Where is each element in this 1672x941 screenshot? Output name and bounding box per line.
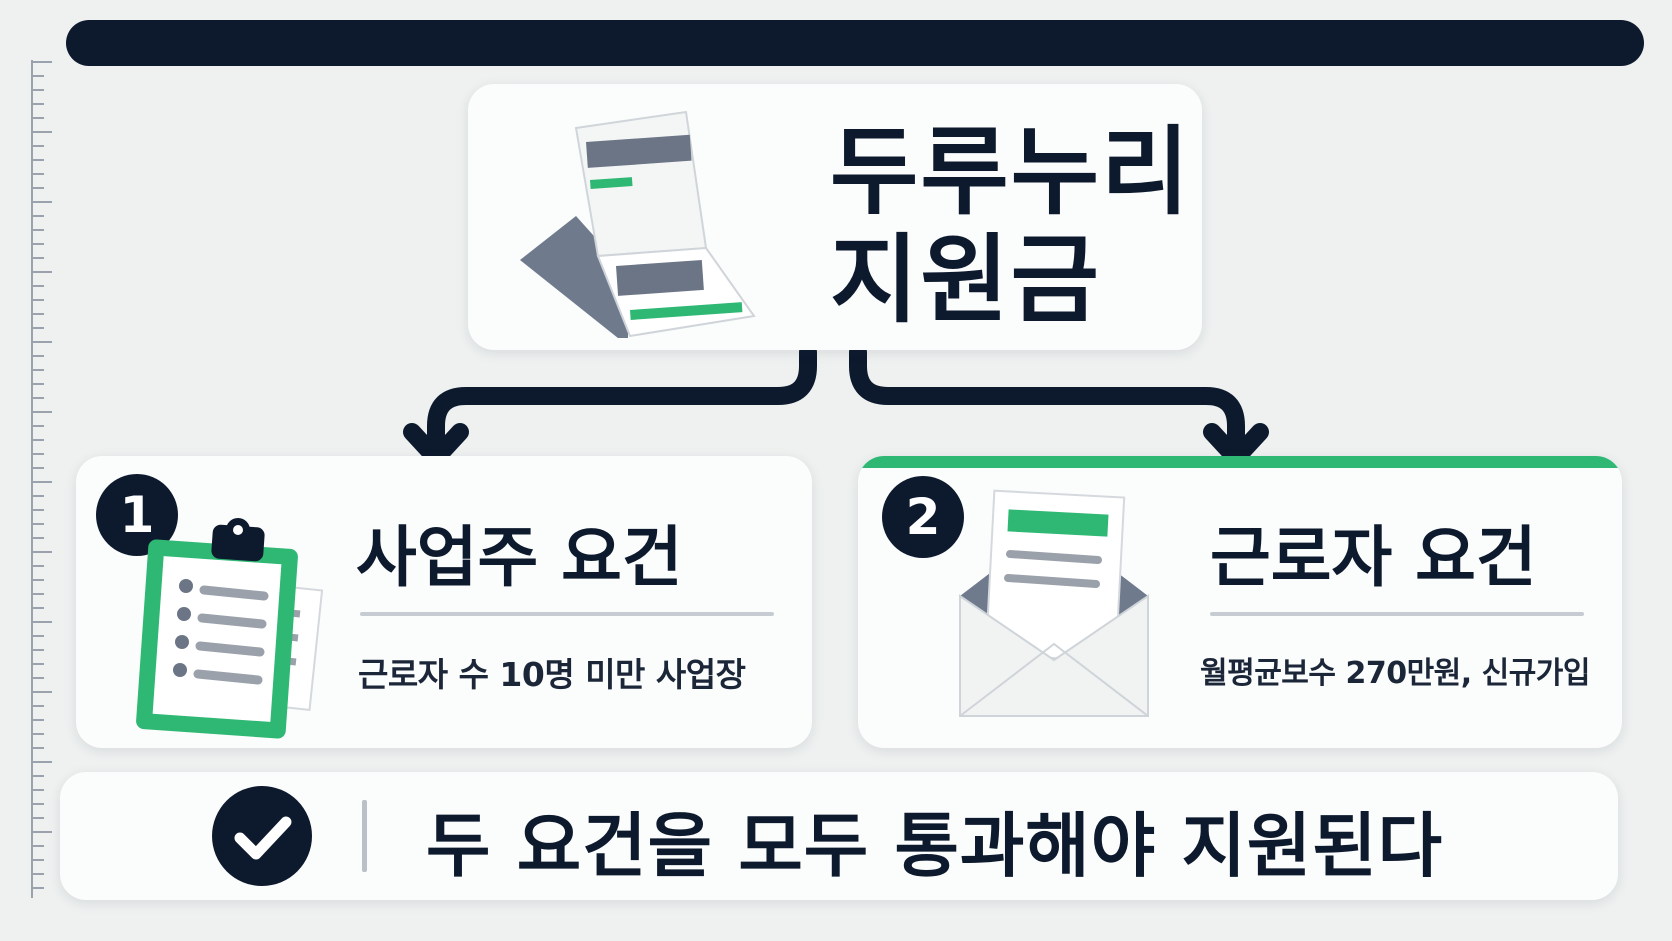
folded-document-icon (520, 110, 756, 338)
clipboard-icon (136, 518, 324, 739)
ruler-decoration (31, 60, 52, 898)
envelope-icon (959, 489, 1149, 717)
employer-requirement-card: 1 사업주 요건 근로자 수 10명 미만 사업장 (76, 456, 812, 748)
heading-divider (1210, 612, 1584, 616)
page-title: 두루누리 지원금 (830, 118, 1191, 334)
conclusion-text: 두 요건을 모두 통과해야 지원된다 (426, 805, 1444, 887)
employer-requirement-description: 근로자 수 10명 미만 사업장 (358, 655, 746, 694)
worker-requirement-heading: 근로자 요건 (1210, 519, 1537, 596)
conclusion-card: 두 요건을 모두 통과해야 지원된다 (60, 772, 1618, 900)
heading-divider (360, 612, 774, 616)
arrow-right (849, 343, 1245, 447)
arrow-left (427, 343, 817, 447)
title-card: 두루누리 지원금 (468, 84, 1202, 350)
step-badge-2: 2 (882, 476, 964, 558)
worker-requirement-card: 2 근로자 요건 월평균보수 270만원, 신규가입 (858, 456, 1622, 748)
worker-requirement-description: 월평균보수 270만원, 신규가입 (1200, 656, 1591, 691)
employer-requirement-heading: 사업주 요건 (356, 519, 683, 596)
top-banner-bar (66, 20, 1644, 66)
divider (362, 800, 367, 872)
checkmark-icon (212, 786, 312, 886)
title-line-1: 두루누리 (830, 116, 1192, 228)
title-line-2: 지원금 (830, 224, 1101, 336)
accent-strip (858, 456, 1622, 468)
